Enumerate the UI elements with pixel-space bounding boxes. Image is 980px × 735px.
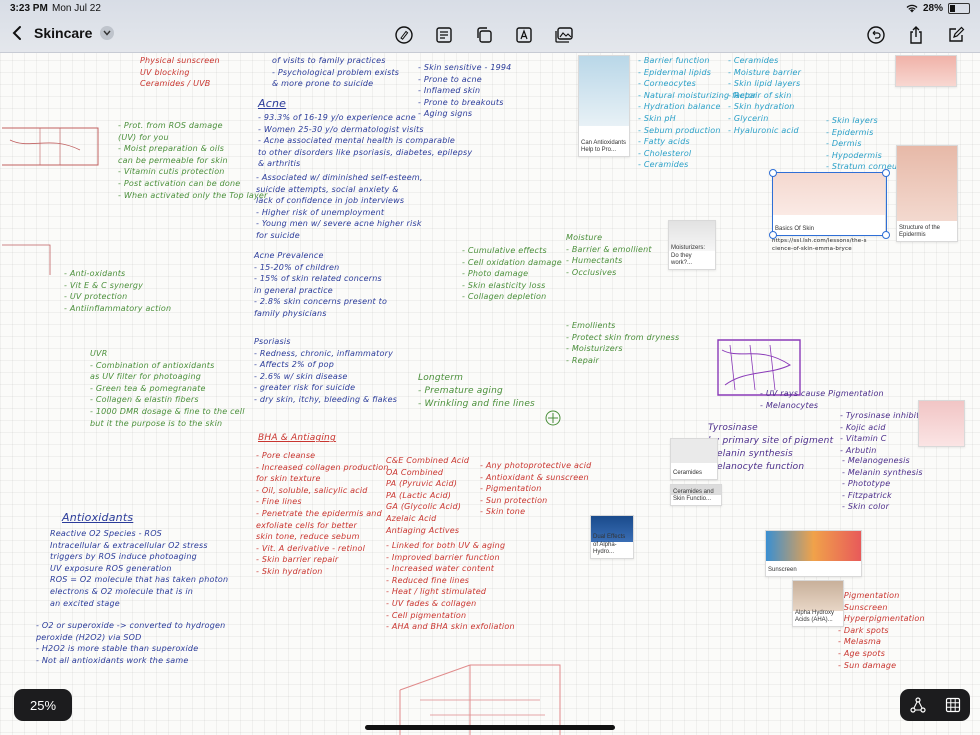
- note-purple-right: - Tyrosinase inhibitors - Kojic acid - V…: [840, 411, 933, 455]
- copy-squares-icon: [477, 27, 492, 43]
- note-antioxidants-more: - O2 or superoxide -> converted to hydro…: [36, 621, 226, 665]
- note-cyan-col3: - Skin layers - Epidermis - Dermis - Hyp…: [826, 116, 906, 172]
- undo-button[interactable]: [866, 25, 886, 45]
- back-button[interactable]: [8, 24, 26, 42]
- photo-icon: [555, 27, 573, 43]
- thumbnail-aha[interactable]: Alpha Hydroxy Acids (AHA)...: [792, 580, 844, 627]
- selection-handle[interactable]: [769, 231, 777, 239]
- note-green-uvr: UVR - Combination of antioxidants as UV …: [90, 349, 245, 428]
- thumbnail-basics-of-skin[interactable]: Basics Of Skin: [772, 172, 886, 236]
- thumbnail-skin-diagram-top[interactable]: [895, 55, 957, 87]
- navigator-button[interactable]: [909, 697, 926, 713]
- compose-icon: [949, 26, 965, 42]
- home-indicator[interactable]: [365, 725, 615, 730]
- note-longterm: Longterm - Premature aging - Wrinkling a…: [418, 373, 535, 410]
- status-time: 3:23 PM: [10, 3, 48, 14]
- note-acne-prevalence: Acne Prevalence - 15-20% of children - 1…: [254, 251, 388, 318]
- note-tyrosinase: Tyrosinase by primary site of pigment me…: [708, 423, 834, 473]
- share-icon: [910, 26, 922, 44]
- note-acne-points: - 93.3% of 16-19 y/o experience acne - W…: [258, 113, 473, 169]
- status-right: 28%: [906, 3, 970, 14]
- right-tools: [866, 25, 966, 45]
- text-box-tool-button[interactable]: [434, 25, 454, 45]
- note-antioxidants-body: Reactive O2 Species - ROS Intracellular …: [50, 529, 229, 608]
- text-frame-icon: [516, 27, 532, 43]
- note-red-mid: - Linked for both UV & aging - Improved …: [386, 541, 515, 632]
- note-blue-top-mid: - Skin sensitive - 1994 - Prone to acne …: [418, 63, 512, 119]
- note-blue-top: of visits to family practices - Psycholo…: [272, 56, 400, 89]
- note-moisture: Moisture - Barrier & emollient - Humecta…: [566, 233, 652, 277]
- thumbnail-sunscreen[interactable]: Sunscreen: [765, 530, 862, 577]
- selection-handle[interactable]: [882, 169, 890, 177]
- note-purple-lower: - Melanogenesis - Melanin synthesis - Ph…: [842, 456, 923, 512]
- thumbnail-ceramides[interactable]: Ceramides: [670, 438, 718, 480]
- note-cyan-col1: - Barrier function - Epidermal lipids - …: [638, 56, 757, 170]
- zoom-level-button[interactable]: 25%: [14, 689, 72, 721]
- selection-box[interactable]: [769, 169, 890, 239]
- note-acne-title: Acne: [258, 97, 287, 110]
- shapes-tool-button[interactable]: [474, 25, 494, 45]
- note-red-cl: C&E Combined Acid OA Combined PA (Pyruvi…: [386, 456, 470, 535]
- note-antioxidants-title: Antioxidants: [62, 511, 134, 524]
- thumbnail-epidermis[interactable]: Structure of the Epidermis: [896, 145, 958, 242]
- title-menu-button[interactable]: [100, 26, 115, 40]
- note-cyan-col2: - Ceramides - Moisture barrier - Skin li…: [728, 56, 802, 135]
- note-purple-top: - UV rays cause Pigmentation - Melanocyt…: [760, 389, 884, 410]
- thumbnail-antioxidants[interactable]: Can Antioxidants Help to Pro...: [578, 55, 630, 157]
- note-bha-body: - Pore cleanse - Increased collagen prod…: [256, 451, 389, 576]
- note-blue-right-links: https://ssl.lsh.com/lessons/the-science-…: [772, 238, 867, 252]
- share-button[interactable]: [906, 25, 926, 45]
- note-acne-risk: - Associated w/ diminished self-esteem, …: [256, 173, 423, 240]
- selection-handle[interactable]: [769, 169, 777, 177]
- note-red-right: - Any photoprotective acid - Antioxidant…: [480, 461, 592, 517]
- navigation-controls: [900, 689, 970, 721]
- selection-handle[interactable]: [882, 231, 890, 239]
- note-green-left-top: - Prot. from ROS damage (UV) for you - M…: [118, 121, 268, 200]
- note-green-antioxidants: - Anti-oxidants - Vit E & C synergy - UV…: [64, 269, 172, 313]
- media-tool-button[interactable]: [554, 25, 574, 45]
- wifi-icon: [906, 4, 918, 13]
- thumbnail-moisturizers[interactable]: Moisturizers: Do they work?...: [668, 220, 716, 270]
- chevron-left-icon: [12, 26, 21, 40]
- grid-icon: [945, 697, 960, 713]
- battery-percent: 28%: [922, 3, 943, 14]
- grid-view-button[interactable]: [945, 697, 961, 713]
- note-bha-title: BHA & Antiaging: [258, 433, 336, 443]
- note-psoriasis: Psoriasis - Redness, chronic, inflammato…: [254, 337, 398, 404]
- thumbnail-ceramides-function[interactable]: Ceramides and Skin Functio...: [670, 484, 722, 506]
- pencil-circle-icon: [395, 26, 413, 44]
- undo-circle-icon: [867, 26, 885, 44]
- thumbnail-alpha-hydroxy-effects[interactable]: Dual Effects of Alpha-Hydro...: [590, 515, 634, 559]
- note-green-right: - Emollients - Protect skin from dryness…: [566, 321, 680, 365]
- document-title[interactable]: Skincare: [34, 25, 93, 41]
- pencil-tool-button[interactable]: [394, 25, 414, 45]
- battery-icon: [948, 3, 970, 14]
- note-red-top-left: Physical sunscreen UV blocking Ceramides…: [140, 56, 220, 89]
- chevron-down-icon: [103, 30, 111, 36]
- status-date: Mon Jul 22: [52, 3, 101, 14]
- center-tools: [394, 25, 574, 45]
- thumbnail-skin-diagram-right[interactable]: [918, 400, 965, 447]
- compose-button[interactable]: [946, 25, 966, 45]
- note-green-mid: - Cumulative effects - Cell oxidation da…: [462, 246, 562, 302]
- note-red-right-bottom: - Pigmentation - Sunscreen - Hyperpigmen…: [838, 591, 925, 670]
- navigator-icon: [909, 697, 926, 713]
- top-toolbar: 3:23 PM Mon Jul 22 28% Skincare: [0, 0, 980, 53]
- text-tool-button[interactable]: [514, 25, 534, 45]
- document-lines-icon: [436, 27, 452, 43]
